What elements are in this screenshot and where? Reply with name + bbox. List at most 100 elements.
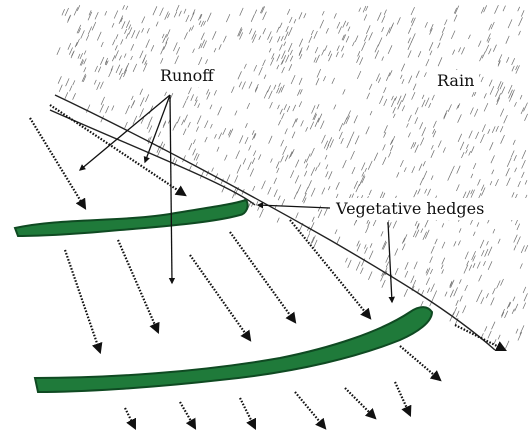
raindrop <box>502 309 505 316</box>
raindrop <box>451 166 454 173</box>
raindrop <box>489 24 492 31</box>
raindrop <box>177 116 180 123</box>
raindrop <box>289 64 292 71</box>
raindrop <box>459 279 461 283</box>
raindrop <box>105 11 107 15</box>
raindrop <box>109 69 113 78</box>
raindrop <box>95 66 98 72</box>
raindrop <box>516 329 518 334</box>
raindrop <box>493 229 495 233</box>
raindrop <box>412 166 415 173</box>
raindrop <box>525 245 528 252</box>
raindrop <box>176 5 179 11</box>
raindrop <box>384 125 388 133</box>
raindrop <box>482 333 484 337</box>
raindrop <box>384 10 386 15</box>
raindrop <box>279 83 281 87</box>
runoff-arrow <box>125 408 135 428</box>
raindrop <box>474 109 477 117</box>
raindrop <box>523 287 526 293</box>
raindrop <box>214 48 216 52</box>
raindrop <box>424 72 426 77</box>
raindrop <box>324 141 328 149</box>
raindrop <box>487 241 489 245</box>
raindrop <box>420 138 424 146</box>
raindrop <box>212 168 214 172</box>
raindrop <box>100 82 103 89</box>
raindrop <box>408 133 410 138</box>
raindrop <box>497 281 501 289</box>
raindrop <box>489 49 492 55</box>
raindrop <box>494 339 496 343</box>
raindrop <box>223 128 226 135</box>
raindrop <box>237 165 241 174</box>
raindrop <box>355 136 359 145</box>
raindrop <box>431 176 433 180</box>
raindrop <box>460 142 464 150</box>
raindrop <box>317 69 321 78</box>
raindrop <box>384 99 387 106</box>
raindrop <box>131 56 133 60</box>
raindrop <box>457 166 461 174</box>
raindrop <box>355 36 358 42</box>
raindrop <box>174 12 177 18</box>
raindrop <box>126 33 128 39</box>
raindrop <box>427 288 429 293</box>
raindrop <box>368 272 372 280</box>
raindrop <box>219 133 222 140</box>
raindrop <box>376 74 379 82</box>
raindrop <box>132 30 136 38</box>
raindrop <box>469 131 473 139</box>
raindrop <box>287 9 290 15</box>
raindrop <box>522 160 526 168</box>
raindrop <box>405 262 408 269</box>
raindrop <box>188 122 191 128</box>
raindrop <box>518 332 522 341</box>
raindrop <box>269 48 271 52</box>
raindrop <box>318 114 322 123</box>
raindrop <box>210 105 212 110</box>
raindrop <box>442 27 445 33</box>
raindrop <box>495 179 498 186</box>
runoff-arrow <box>180 402 195 428</box>
raindrop <box>62 9 65 15</box>
raindrop <box>352 42 354 47</box>
raindrop <box>514 235 518 243</box>
raindrop <box>73 80 75 85</box>
raindrop <box>143 58 145 63</box>
raindrop <box>115 50 119 58</box>
raindrop <box>522 172 525 178</box>
raindrop <box>490 86 494 95</box>
raindrop <box>431 246 434 253</box>
raindrop <box>239 135 243 143</box>
raindrop <box>201 21 204 27</box>
raindrop <box>57 47 60 54</box>
raindrop <box>312 105 316 113</box>
raindrop <box>175 56 179 64</box>
raindrop <box>255 84 258 91</box>
raindrop <box>444 113 447 119</box>
raindrop <box>287 106 290 112</box>
raindrop <box>508 19 512 28</box>
raindrop <box>295 175 299 183</box>
raindrop <box>384 132 386 137</box>
raindrop <box>421 290 423 295</box>
raindrop <box>418 189 421 195</box>
raindrop <box>471 174 473 178</box>
raindrop <box>397 17 400 24</box>
raindrop <box>252 130 254 135</box>
raindrop <box>307 46 309 51</box>
raindrop <box>147 28 149 33</box>
raindrop <box>422 95 424 99</box>
raindrop <box>259 36 261 40</box>
raindrop <box>290 50 292 55</box>
raindrop <box>431 284 435 292</box>
upper-vegetative-hedge <box>15 200 248 236</box>
raindrop <box>479 275 482 282</box>
raindrop <box>126 105 130 114</box>
raindrop <box>393 221 397 229</box>
raindrop <box>255 10 257 14</box>
raindrop <box>119 56 121 61</box>
raindrop <box>461 47 464 54</box>
